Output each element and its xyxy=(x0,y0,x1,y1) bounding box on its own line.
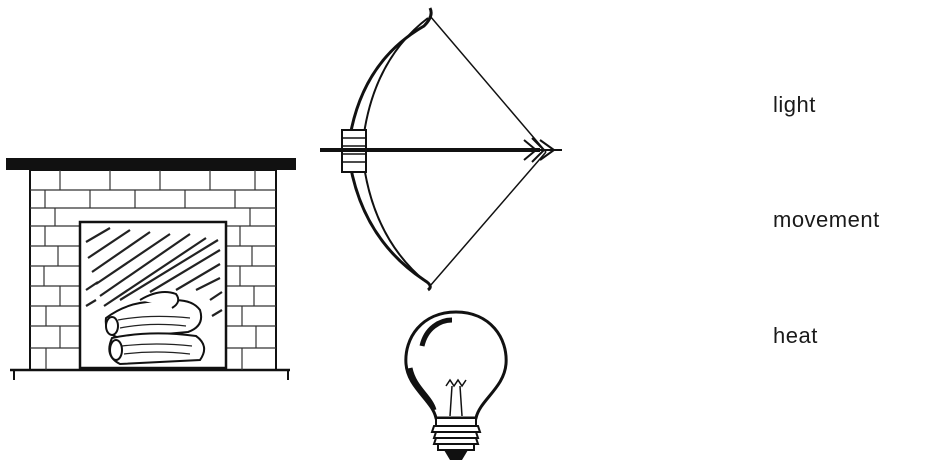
fireplace-icon xyxy=(0,150,300,385)
word-heat: heat xyxy=(773,323,818,349)
light-bulb-icon xyxy=(396,306,516,466)
word-light: light xyxy=(773,92,816,118)
bow-and-arrow-icon xyxy=(318,4,570,294)
word-movement: movement xyxy=(773,207,880,233)
